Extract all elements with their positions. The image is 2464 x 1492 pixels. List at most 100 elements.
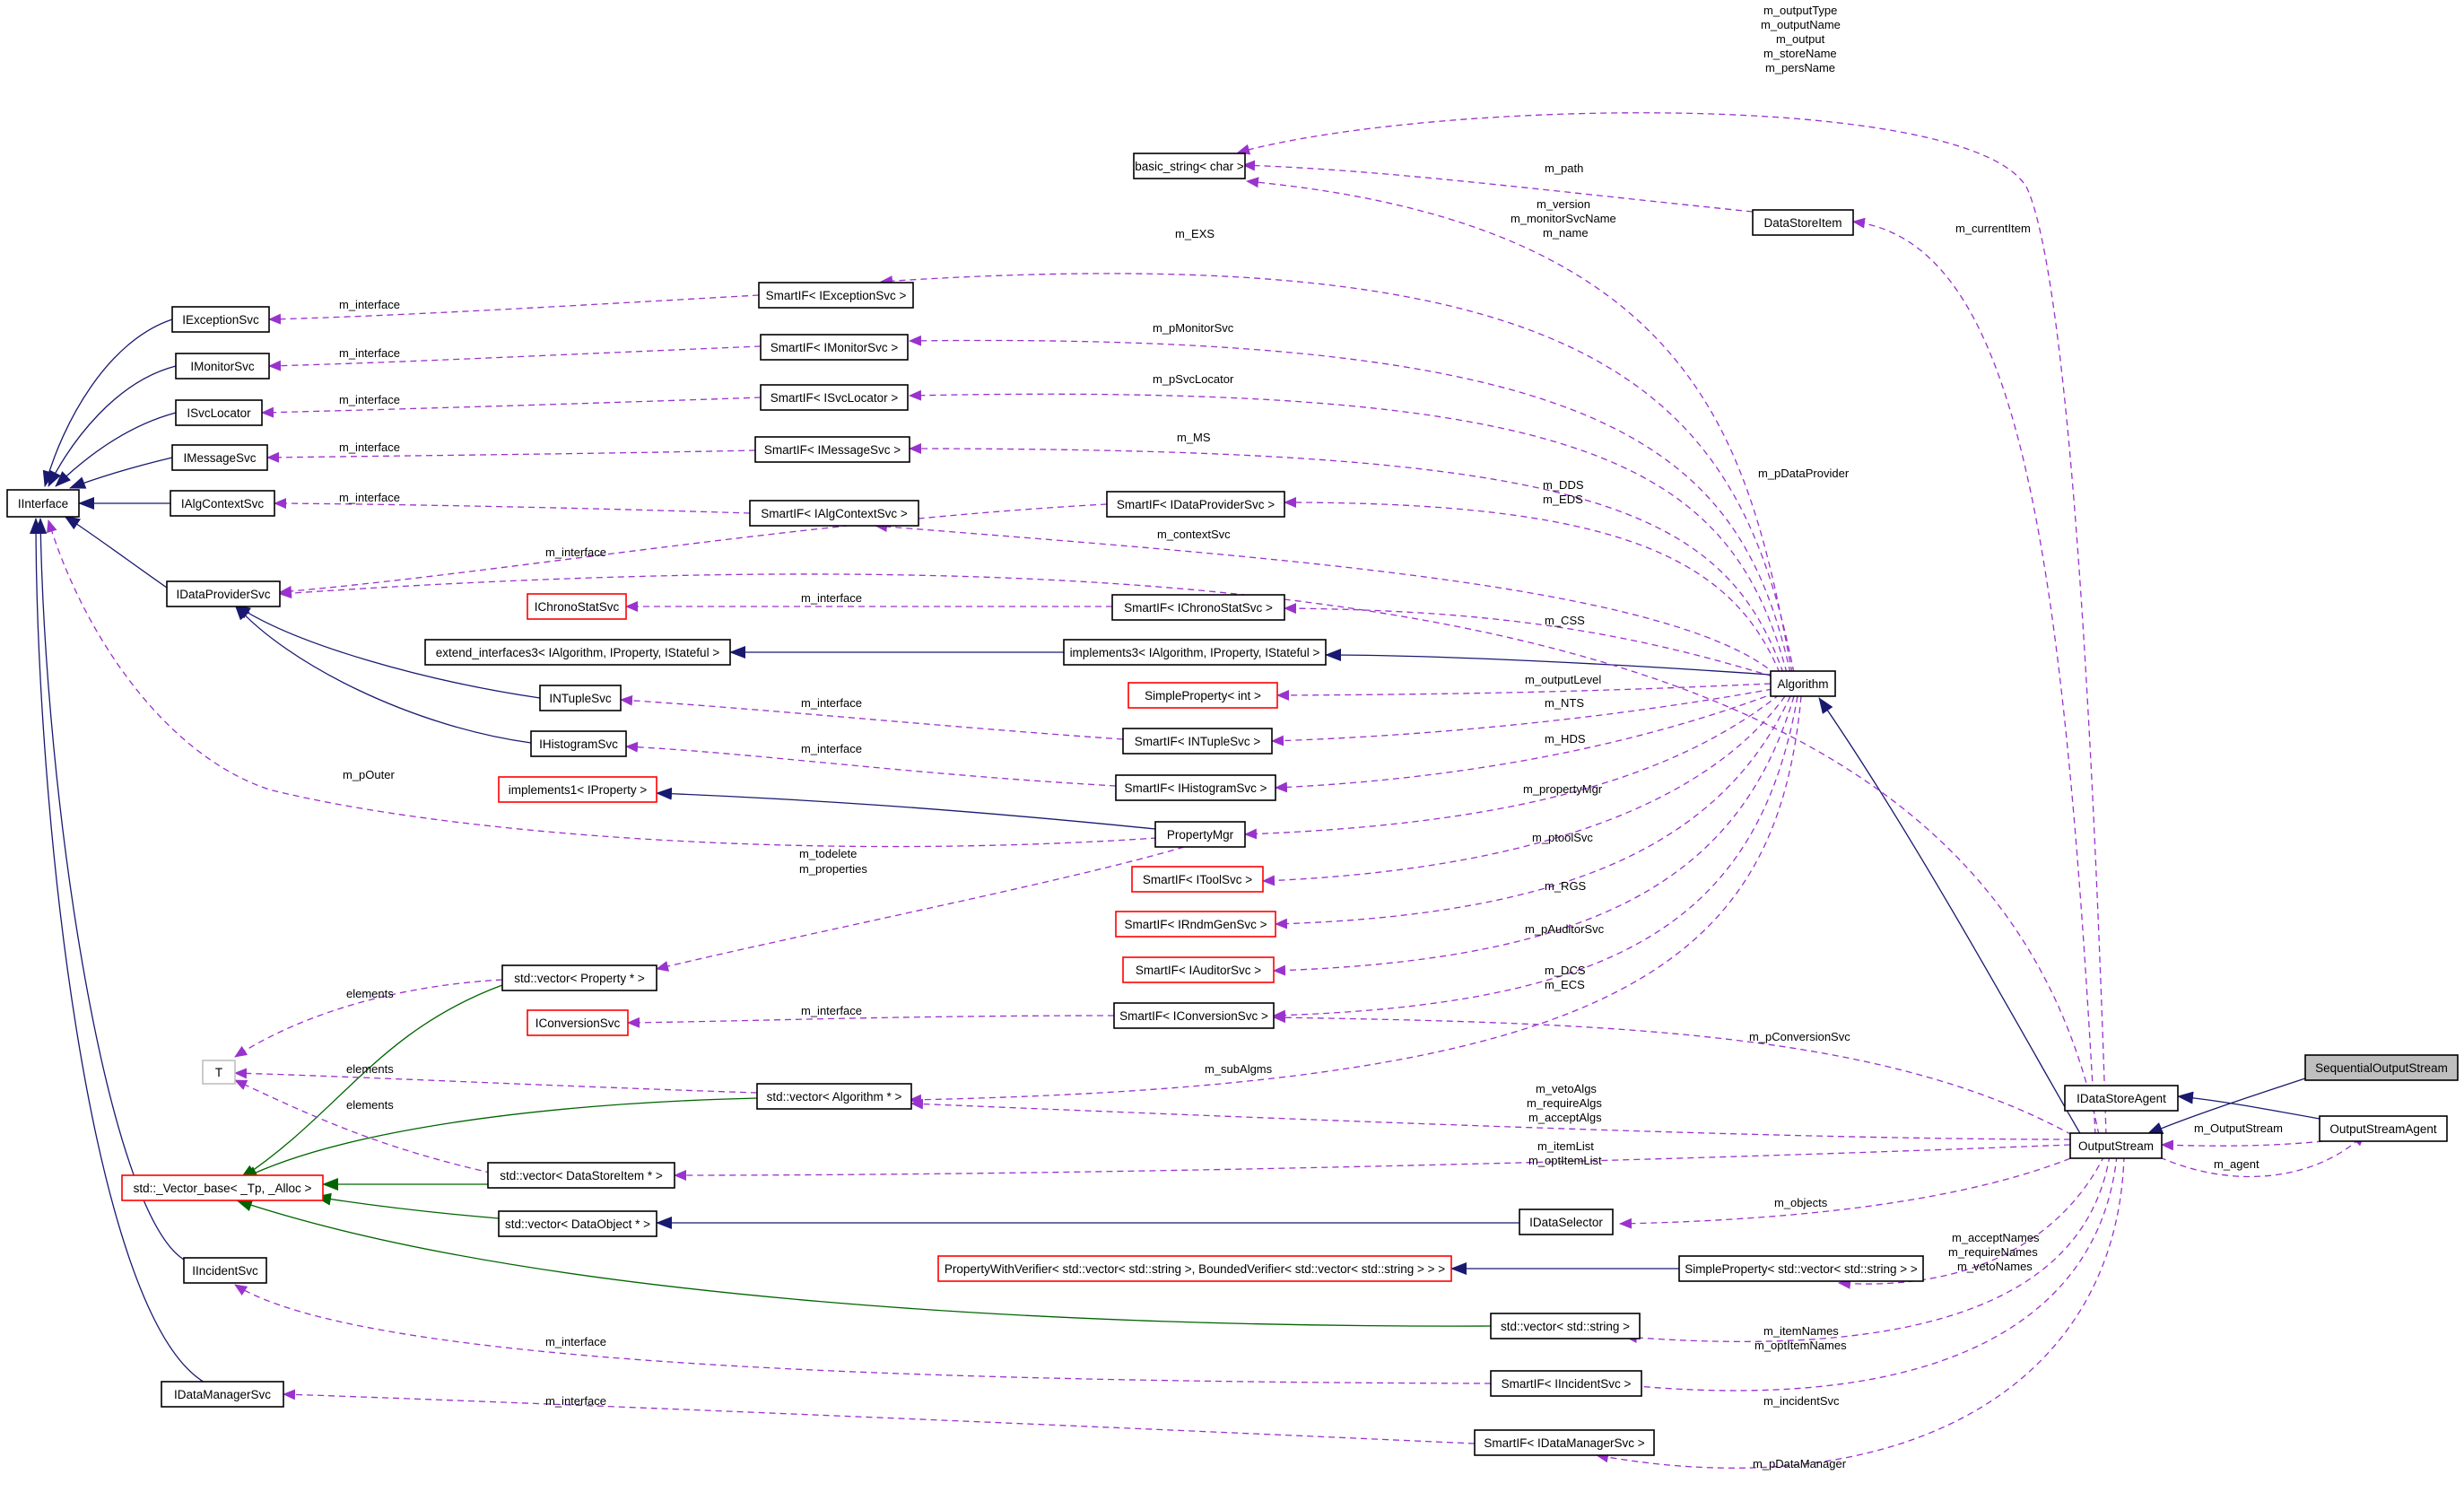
node-idataprovidersvc[interactable]: IDataProviderSvc — [166, 580, 281, 607]
svg-text:implements3< IAlgorithm, IProp: implements3< IAlgorithm, IProperty, ISta… — [1070, 646, 1320, 659]
svg-text:IMessageSvc: IMessageSvc — [183, 451, 256, 465]
node-ihistogramsvc[interactable]: IHistogramSvc — [530, 730, 627, 757]
node-imonitorsvc[interactable]: IMonitorSvc — [175, 353, 270, 380]
svg-text:T: T — [215, 1066, 222, 1079]
node-smartif-itoolsvc[interactable]: SmartIF< IToolSvc > — [1131, 866, 1264, 893]
node-sequentialoutputstream[interactable]: SequentialOutputStream — [2304, 1054, 2459, 1081]
svg-text:SmartIF< ISvcLocator >: SmartIF< ISvcLocator > — [771, 391, 899, 405]
node-smartif-ichronostatsvc[interactable]: SmartIF< IChronoStatSvc > — [1111, 594, 1285, 621]
edge-monitorsvc-interface — [48, 365, 177, 487]
edge-outputstream-idataselector — [1619, 1149, 2091, 1229]
node-ialgcontextsvc[interactable]: IAlgContextSvc — [170, 490, 275, 517]
node-vector-datastoreitem[interactable]: std::vector< DataStoreItem * > — [487, 1162, 675, 1189]
node-imessagesvc[interactable]: IMessageSvc — [171, 444, 268, 471]
node-smartif-iauditorsvc[interactable]: SmartIF< IAuditorSvc > — [1122, 956, 1275, 983]
svg-text:std::vector< DataObject * >: std::vector< DataObject * > — [505, 1217, 650, 1231]
svg-text:IDataStoreAgent: IDataStoreAgent — [2077, 1092, 2166, 1105]
label-m-ecs: m_ECS — [1545, 978, 1585, 991]
node-smartif-imessagesvc[interactable]: SmartIF< IMessageSvc > — [754, 436, 910, 463]
label-m-outputname: m_outputName — [1761, 18, 1841, 31]
label-m-interface: m_interface — [339, 298, 400, 311]
label-m-vetoalgs: m_vetoAlgs — [1536, 1082, 1597, 1095]
edge-algorithm-smartif-chronostatsvc — [1284, 603, 1773, 677]
edge-exceptionsvc-interface — [42, 318, 173, 487]
label-m-interface: m_interface — [801, 1004, 862, 1017]
node-ichronostatsvc[interactable]: IChronoStatSvc — [527, 593, 627, 620]
node-smartif-iincidentsvc[interactable]: SmartIF< IIncidentSvc > — [1490, 1370, 1642, 1397]
edge-svclocator-interface — [55, 412, 177, 487]
edge-vecprop-base — [239, 984, 503, 1180]
label-m-pdataprovider: m_pDataProvider — [1758, 467, 1850, 480]
label-m-path: m_path — [1545, 161, 1583, 175]
label-m-interface: m_interface — [545, 1394, 606, 1408]
label-m-currentitem: m_currentItem — [1955, 222, 2031, 235]
svg-text:ISvcLocator: ISvcLocator — [187, 406, 251, 420]
node-smartif-iexceptionsvc[interactable]: SmartIF< IExceptionSvc > — [758, 282, 914, 309]
svg-text:IDataSelector: IDataSelector — [1529, 1216, 1603, 1229]
label-m-nts: m_NTS — [1545, 696, 1584, 710]
label-m-rgs: m_RGS — [1545, 879, 1587, 893]
node-idataselector[interactable]: IDataSelector — [1519, 1208, 1614, 1235]
svg-text:IAlgContextSvc: IAlgContextSvc — [181, 497, 265, 510]
svg-text:SimpleProperty< std::vector< s: SimpleProperty< std::vector< std::string… — [1685, 1262, 1918, 1276]
node-iinterface[interactable]: IInterface — [6, 489, 80, 518]
node-vector-property[interactable]: std::vector< Property * > — [501, 964, 657, 991]
label-m-pconversionsvc: m_pConversionSvc — [1749, 1030, 1850, 1043]
node-smartif-ialgcontextsvc[interactable]: SmartIF< IAlgContextSvc > — [749, 500, 919, 527]
node-smartif-intuplesvc[interactable]: SmartIF< INTupleSvc > — [1122, 728, 1273, 755]
node-iincidentsvc[interactable]: IIncidentSvc — [183, 1257, 267, 1284]
node-smartif-irndmgensvc[interactable]: SmartIF< IRndmGenSvc > — [1115, 911, 1276, 938]
edge-algorithm-smartif-histogramsvc — [1275, 692, 1777, 793]
node-vector-base[interactable]: std::_Vector_base< _Tp, _Alloc > — [121, 1174, 324, 1201]
label-m-interface: m_interface — [801, 696, 862, 710]
node-isvclocator[interactable]: ISvcLocator — [175, 399, 263, 426]
node-vector-algorithm[interactable]: std::vector< Algorithm * > — [756, 1083, 912, 1110]
node-propertymgr[interactable]: PropertyMgr — [1154, 821, 1246, 848]
node-propertywithverifier[interactable]: PropertyWithVerifier< std::vector< std::… — [937, 1255, 1452, 1282]
edge-smartif-dataprovidersvc — [279, 503, 1108, 597]
node-implements1[interactable]: implements1< IProperty > — [498, 776, 657, 803]
svg-text:basic_string< char >: basic_string< char > — [1135, 160, 1244, 173]
edge-vecdsi-t — [234, 1079, 503, 1176]
node-smartif-iconversionsvc[interactable]: SmartIF< IConversionSvc > — [1113, 1002, 1275, 1029]
node-vector-dataobject[interactable]: std::vector< DataObject * > — [498, 1210, 657, 1237]
edge-algorithm-vecalg — [909, 695, 1802, 1105]
node-iconversionsvc[interactable]: IConversionSvc — [527, 1009, 629, 1036]
label-m-monitorsvcname: m_monitorSvcName — [1511, 212, 1616, 225]
label-m-itemlist: m_itemList — [1537, 1139, 1594, 1153]
label-m-acceptnames: m_acceptNames — [1952, 1231, 2040, 1244]
node-smartif-ihistogramsvc[interactable]: SmartIF< IHistogramSvc > — [1115, 774, 1276, 801]
node-outputstreamagent[interactable]: OutputStreamAgent — [2319, 1115, 2448, 1142]
label-m-optitemnames: m_optItemNames — [1754, 1339, 1847, 1352]
node-outputstream[interactable]: OutputStream — [2069, 1132, 2163, 1159]
node-simpleproperty-vecstring[interactable]: SimpleProperty< std::vector< std::string… — [1678, 1255, 1924, 1282]
edge-agent-idatastoreagent — [2177, 1091, 2320, 1120]
node-basic-string[interactable]: basic_string< char > — [1133, 153, 1246, 179]
node-smartif-isvclocator[interactable]: SmartIF< ISvcLocator > — [760, 384, 909, 411]
node-smartif-idatamanagersvc[interactable]: SmartIF< IDataManagerSvc > — [1474, 1429, 1655, 1456]
label-m-eds: m_EDS — [1543, 493, 1583, 506]
node-smartif-idataprovidersvc[interactable]: SmartIF< IDataProviderSvc > — [1106, 491, 1285, 518]
label-m-persname: m_persName — [1765, 61, 1835, 74]
edge-outputstream-vecdsi — [674, 1144, 2071, 1181]
label-m-ptoolsvc: m_ptoolSvc — [1532, 831, 1593, 844]
node-iexceptionsvc[interactable]: IExceptionSvc — [171, 306, 270, 333]
edge-algorithm-smartif-algcontextsvc — [875, 521, 1777, 676]
svg-text:SequentialOutputStream: SequentialOutputStream — [2315, 1061, 2448, 1075]
node-idatamanagersvc[interactable]: IDataManagerSvc — [161, 1381, 284, 1408]
node-simpleproperty-int[interactable]: SimpleProperty< int > — [1128, 682, 1278, 709]
node-datastoreitem[interactable]: DataStoreItem — [1752, 209, 1854, 236]
edge-outputstream-datastoreitem — [1852, 217, 2096, 1136]
node-idatastoreagent[interactable]: IDataStoreAgent — [2064, 1085, 2179, 1112]
node-vector-string[interactable]: std::vector< std::string > — [1490, 1313, 1641, 1339]
node-smartif-imonitorsvc[interactable]: SmartIF< IMonitorSvc > — [760, 334, 909, 361]
node-implements3[interactable]: implements3< IAlgorithm, IProperty, ISta… — [1063, 639, 1327, 666]
node-intuplesvc[interactable]: INTupleSvc — [539, 685, 622, 711]
node-t[interactable]: T — [202, 1060, 236, 1085]
node-algorithm[interactable]: Algorithm — [1770, 670, 1836, 697]
node-extend-interfaces3[interactable]: extend_interfaces3< IAlgorithm, IPropert… — [424, 639, 731, 666]
svg-text:IChronoStatSvc: IChronoStatSvc — [535, 600, 620, 614]
label-m-version: m_version — [1537, 197, 1590, 211]
label-m-interface: m_interface — [801, 591, 862, 605]
svg-text:SmartIF< IIncidentSvc >: SmartIF< IIncidentSvc > — [1502, 1377, 1632, 1391]
